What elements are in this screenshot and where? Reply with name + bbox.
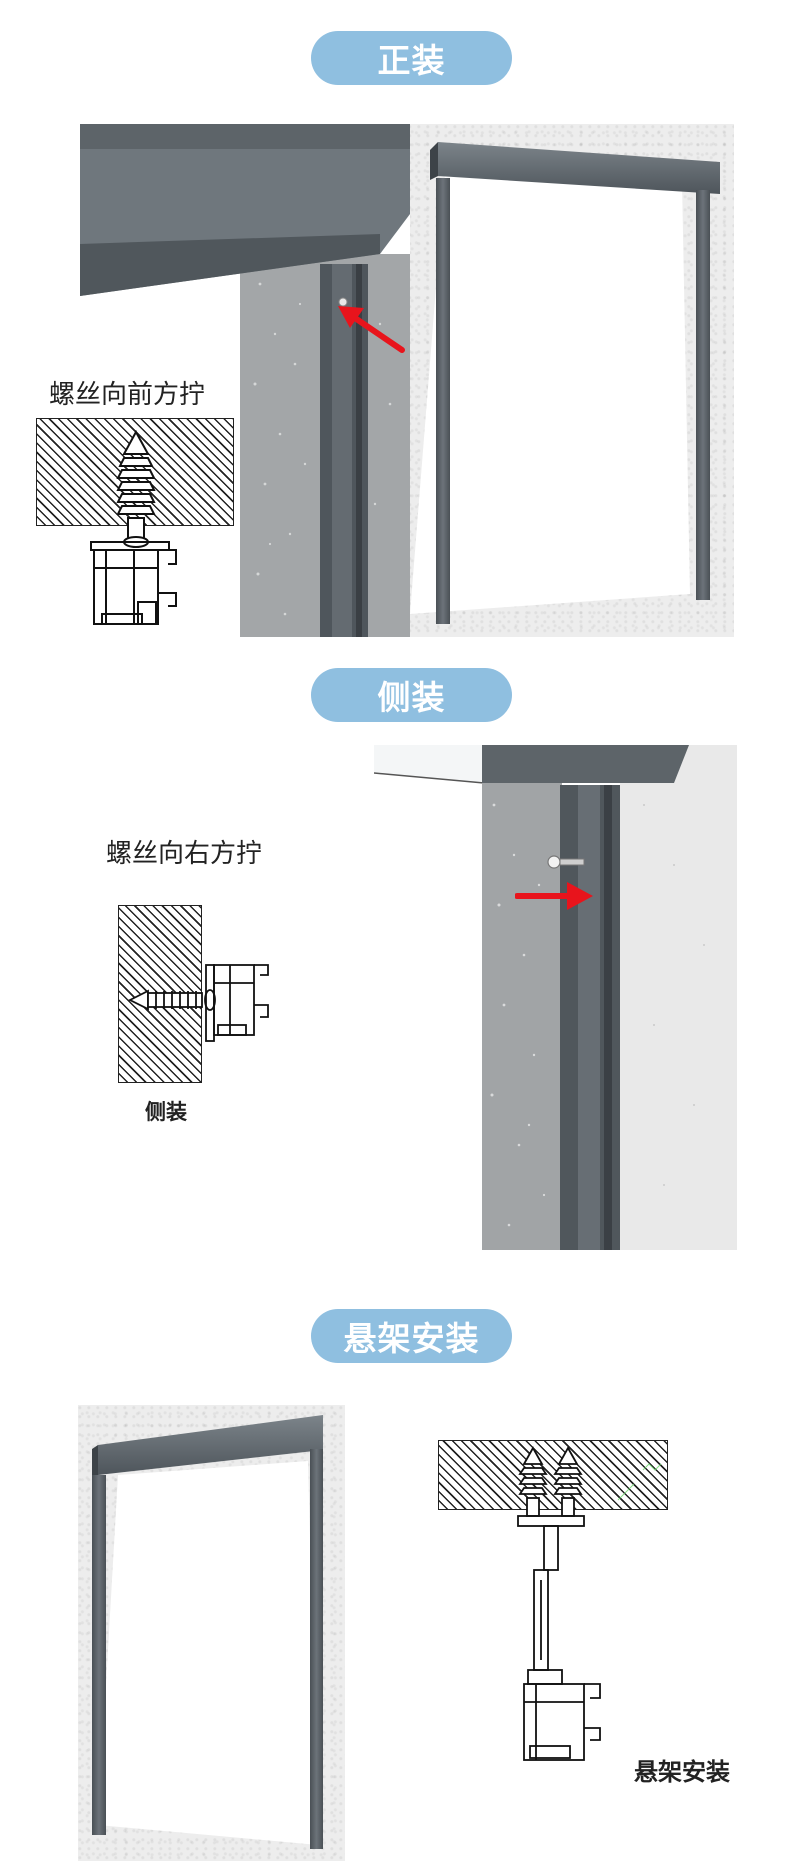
screw-icon xyxy=(517,1446,662,1761)
front-install-photo-frame xyxy=(390,124,734,637)
section-title-side: 侧装 xyxy=(311,668,512,722)
side-install-photo xyxy=(374,745,737,1250)
closeup-illustration xyxy=(80,124,410,637)
suspended-install-photo xyxy=(78,1405,345,1861)
suspended-frame-illustration xyxy=(92,1415,323,1849)
window-frame-illustration xyxy=(410,142,720,624)
front-install-caption: 螺丝向前方拧 xyxy=(49,380,206,410)
screw-icon xyxy=(127,964,269,1042)
side-install-diagram xyxy=(118,905,278,1085)
suspended-install-diagram-label: 悬架安装 xyxy=(634,1758,730,1786)
section-title-suspended: 悬架安装 xyxy=(311,1309,512,1363)
front-install-closeup-photo xyxy=(80,124,410,637)
suspended-install-diagram xyxy=(438,1440,670,1765)
section-title-side-text: 侧装 xyxy=(377,678,446,717)
arrow-icon xyxy=(515,882,593,910)
screw-icon xyxy=(90,429,177,625)
section-title-suspended-text: 悬架安装 xyxy=(343,1319,480,1358)
ceiling-hatch xyxy=(438,1440,668,1510)
section-title-front-text: 正装 xyxy=(377,41,446,80)
section-title-front: 正装 xyxy=(311,31,512,85)
front-install-diagram xyxy=(36,418,236,633)
side-install-caption: 螺丝向右方拧 xyxy=(106,839,263,869)
arrow-icon xyxy=(338,306,405,353)
side-install-diagram-label: 侧装 xyxy=(145,1100,187,1124)
side-install-illustration xyxy=(374,745,737,1250)
